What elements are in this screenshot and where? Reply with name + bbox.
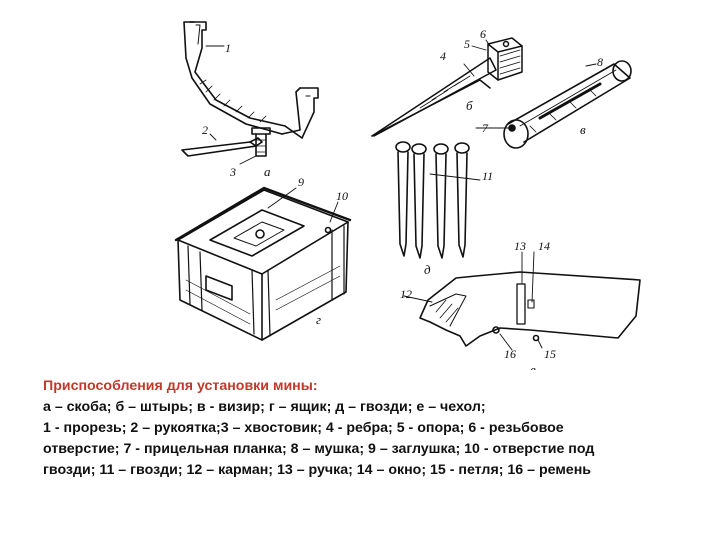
callout-13: 13 <box>514 239 526 253</box>
callout-5: 5 <box>464 37 470 51</box>
letter-d: д <box>424 262 431 277</box>
caption-line: а – скоба; б – штырь; в - визир; г – ящи… <box>43 399 486 415</box>
callout-12: 12 <box>400 287 412 301</box>
mine-installation-devices-figure: 1 2 3 4 5 6 7 8 9 10 11 12 13 14 15 16 а… <box>174 21 641 370</box>
caption-title: Приспособления для установки мины: <box>43 378 318 394</box>
callout-9: 9 <box>298 175 304 189</box>
letter-g: г <box>316 312 321 327</box>
callout-16: 16 <box>504 347 516 361</box>
sight-drawing <box>503 60 632 149</box>
letter-b: б <box>466 98 473 113</box>
spike-drawing <box>371 37 523 137</box>
callout-numbers: 1 2 3 4 5 6 7 8 9 10 11 12 13 14 15 16 <box>202 27 603 361</box>
nails-drawing <box>395 141 470 259</box>
leader-lines <box>205 39 597 351</box>
callout-2: 2 <box>202 123 208 137</box>
letter-e: е <box>530 362 536 370</box>
callout-10: 10 <box>336 189 348 203</box>
caption-line: гвозди; 11 – гвозди; 12 – карман; 13 – р… <box>43 462 591 478</box>
callout-15: 15 <box>544 347 556 361</box>
part-letters: а б в г д е <box>264 98 586 370</box>
callout-3: 3 <box>229 165 236 179</box>
caption-line: 1 - прорезь; 2 – рукоятка;3 – хвостовик;… <box>43 420 564 436</box>
callout-7: 7 <box>482 121 489 135</box>
callout-6: 6 <box>480 27 486 41</box>
callout-14: 14 <box>538 239 550 253</box>
letter-a: а <box>264 164 271 179</box>
bracket-drawing <box>181 21 319 157</box>
cover-drawing <box>419 271 641 347</box>
callout-4: 4 <box>440 49 446 63</box>
callout-1: 1 <box>225 41 231 55</box>
caption-line: отверстие; 7 - прицельная планка; 8 – му… <box>43 441 595 457</box>
letter-v: в <box>580 122 586 137</box>
box-drawing <box>174 186 352 341</box>
figure-caption: Приспособления для установки мины: а – с… <box>43 376 693 481</box>
callout-11: 11 <box>482 169 493 183</box>
callout-8: 8 <box>597 55 603 69</box>
